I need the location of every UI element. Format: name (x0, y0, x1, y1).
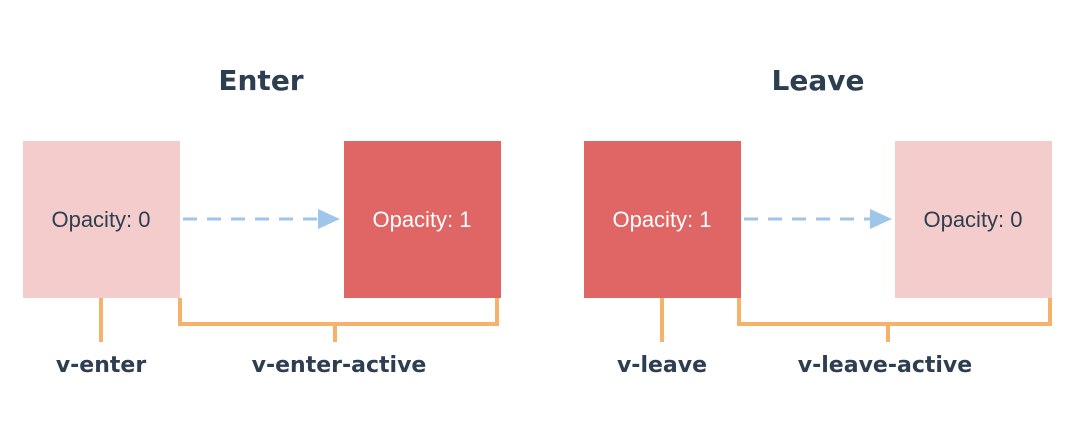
leave-arrow-head (870, 209, 892, 229)
enter-title: Enter (218, 64, 303, 97)
enter-arrow-head (318, 209, 340, 229)
leave-section: Leave Opacity: 1 Opacity: 0 v-leave v-le… (584, 64, 1052, 378)
leave-start-box-label: Opacity: 1 (612, 207, 711, 232)
leave-start-class-label: v-leave (617, 353, 707, 378)
leave-start-box (584, 141, 741, 298)
enter-start-box (23, 141, 180, 298)
enter-active-class-label: v-enter-active (252, 353, 427, 378)
leave-active-bracket (737, 298, 1052, 326)
enter-end-box-label: Opacity: 1 (372, 207, 471, 232)
leave-end-box (895, 141, 1052, 298)
enter-end-box (344, 141, 501, 298)
leave-title: Leave (772, 64, 865, 97)
leave-end-box-label: Opacity: 0 (923, 207, 1022, 232)
enter-start-class-label: v-enter (56, 353, 146, 378)
leave-active-class-label: v-leave-active (798, 353, 972, 378)
enter-active-bracket (178, 298, 499, 326)
enter-start-box-label: Opacity: 0 (51, 207, 150, 232)
enter-section: Enter Opacity: 0 Opacity: 1 v-enter v-en… (23, 64, 501, 378)
